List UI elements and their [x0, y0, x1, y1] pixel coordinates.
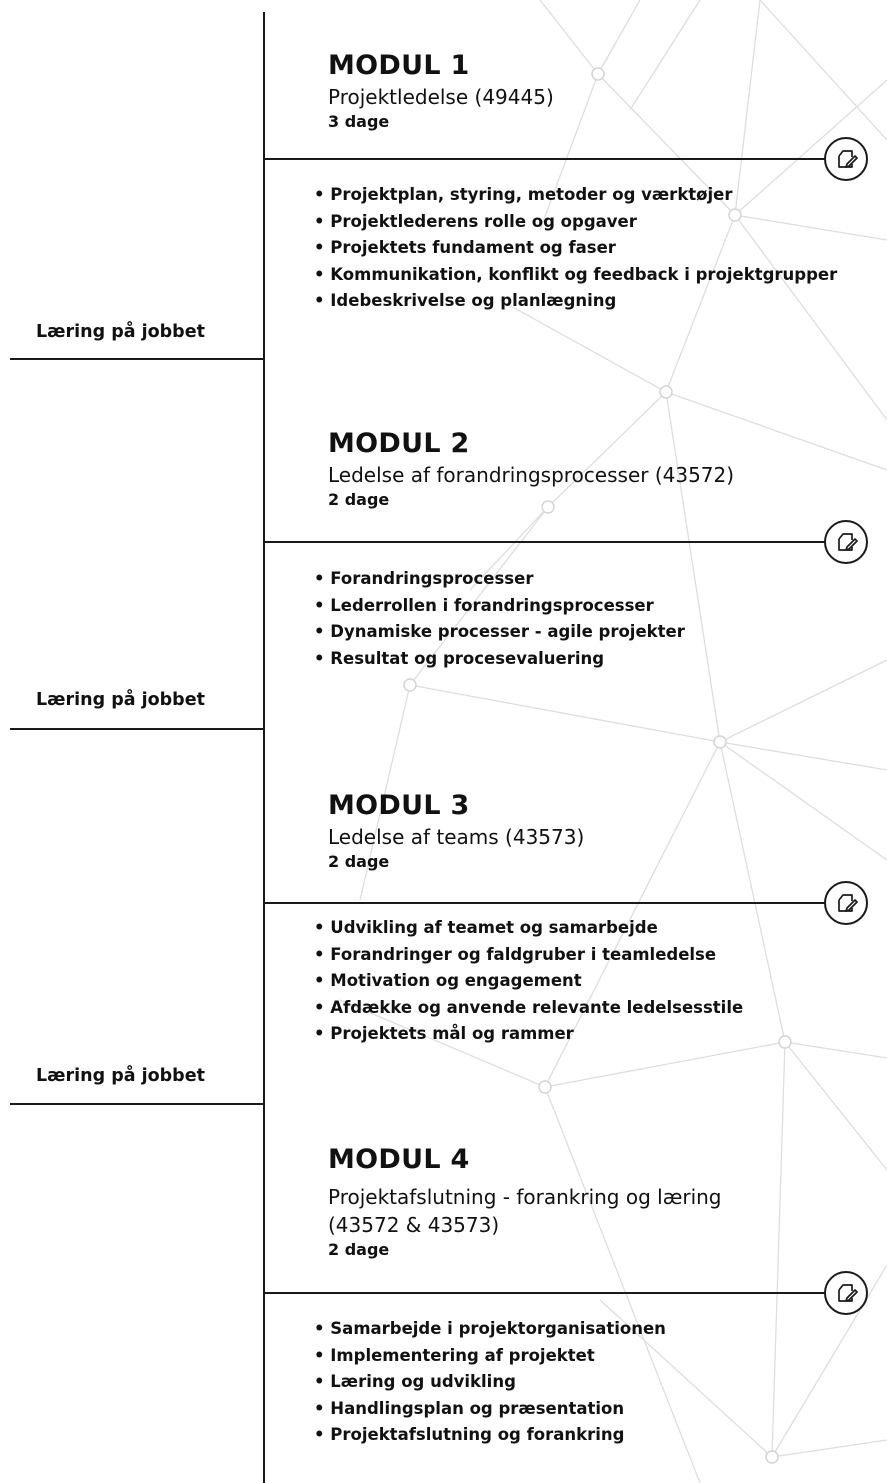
module-4-topics: Samarbejde i projektorganisationen Imple…: [314, 1316, 666, 1449]
notepad-pencil-icon: [824, 137, 868, 181]
module-subtitle: Projektledelse (49445): [328, 85, 554, 109]
module-divider: [263, 158, 825, 160]
module-1-topics: Projektplan, styring, metoder og værktøj…: [314, 182, 837, 315]
learning-on-job-label: Læring på jobbet: [36, 690, 205, 710]
notepad-pencil-icon: [824, 881, 868, 925]
module-3-topics: Udvikling af teamet og samarbejde Forand…: [314, 915, 743, 1048]
module-title: MODUL 3: [328, 790, 470, 821]
learning-divider: [10, 358, 263, 360]
module-divider: [263, 1292, 825, 1294]
notepad-pencil-icon: [824, 1271, 868, 1315]
module-duration: 2 dage: [328, 852, 390, 871]
module-title: MODUL 1: [328, 50, 470, 81]
list-item: Dynamiske processer - agile projekter: [314, 619, 685, 646]
list-item: Projektets fundament og faser: [314, 235, 837, 262]
list-item: Samarbejde i projektorganisationen: [314, 1316, 666, 1343]
list-item: Resultat og procesevaluering: [314, 646, 685, 673]
list-item: Projektlederens rolle og opgaver: [314, 209, 837, 236]
module-subtitle: Projektafslutning - forankring og læring: [328, 1185, 722, 1209]
module-subtitle-codes: (43572 & 43573): [328, 1213, 500, 1237]
module-1-header: MODUL 1 Projektledelse (49445) 3 dage: [328, 50, 554, 132]
list-item: Afdække og anvende relevante ledelsessti…: [314, 995, 743, 1022]
list-item: Projektets mål og rammer: [314, 1021, 743, 1048]
learning-divider: [10, 728, 263, 730]
list-item: Handlingsplan og præsentation: [314, 1396, 666, 1423]
module-subtitle: Ledelse af teams (43573): [328, 825, 585, 849]
list-item: Projektafslutning og forankring: [314, 1422, 666, 1449]
learning-on-job-label: Læring på jobbet: [36, 322, 205, 342]
module-duration: 2 dage: [328, 490, 390, 509]
module-3-header: MODUL 3 Ledelse af teams (43573) 2 dage: [328, 790, 584, 872]
list-item: Kommunikation, konflikt og feedback i pr…: [314, 262, 837, 289]
module-title: MODUL 2: [328, 428, 470, 459]
module-subtitle: Ledelse af forandringsprocesser (43572): [328, 463, 735, 487]
learning-on-job-label: Læring på jobbet: [36, 1066, 205, 1086]
list-item: Udvikling af teamet og samarbejde: [314, 915, 743, 942]
list-item: Lederrollen i forandringsprocesser: [314, 593, 685, 620]
module-duration: 2 dage: [328, 1240, 390, 1259]
list-item: Forandringer og faldgruber i teamledelse: [314, 942, 743, 969]
module-divider: [263, 541, 825, 543]
module-title: MODUL 4: [328, 1144, 470, 1175]
list-item: Projektplan, styring, metoder og værktøj…: [314, 182, 837, 209]
module-divider: [263, 902, 825, 904]
timeline-vertical-line: [263, 12, 265, 1483]
module-4-header: MODUL 4 Projektafslutning - forankring o…: [328, 1144, 722, 1260]
list-item: Motivation og engagement: [314, 968, 743, 995]
learning-divider: [10, 1103, 263, 1105]
module-2-header: MODUL 2 Ledelse af forandringsprocesser …: [328, 428, 734, 510]
module-duration: 3 dage: [328, 112, 390, 131]
list-item: Implementering af projektet: [314, 1343, 666, 1370]
list-item: Idebeskrivelse og planlægning: [314, 288, 837, 315]
list-item: Læring og udvikling: [314, 1369, 666, 1396]
notepad-pencil-icon: [824, 520, 868, 564]
module-2-topics: Forandringsprocesser Lederrollen i foran…: [314, 566, 685, 672]
list-item: Forandringsprocesser: [314, 566, 685, 593]
